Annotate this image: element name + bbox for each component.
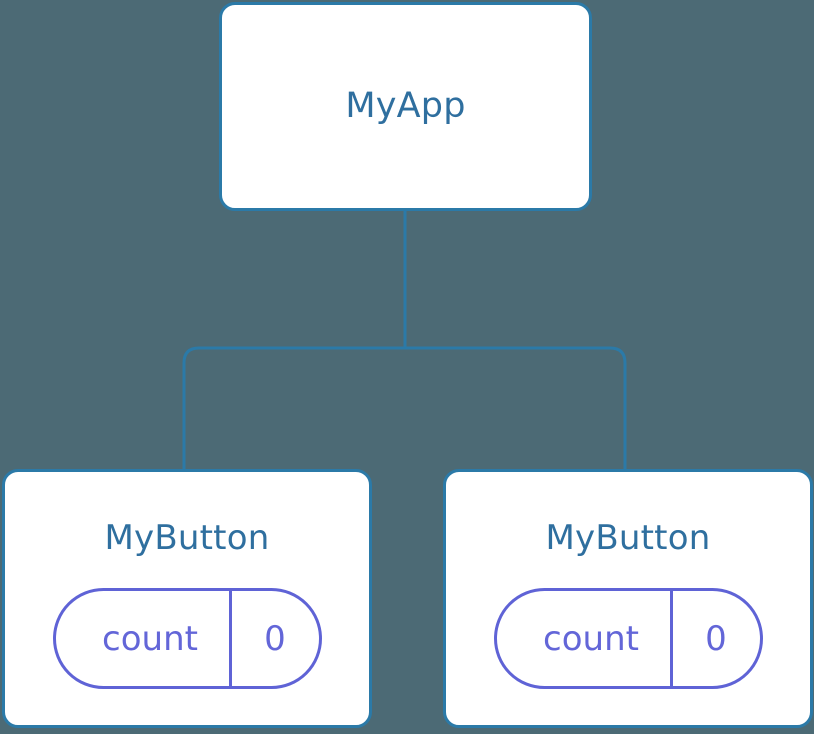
state-key: count <box>102 618 198 659</box>
node-title: MyApp <box>345 86 466 126</box>
state-pill[interactable]: count 0 <box>493 588 763 689</box>
node-title: MyButton <box>104 518 270 558</box>
state-value: 0 <box>228 591 319 686</box>
node-mybutton-right[interactable]: MyButton count 0 <box>443 469 813 728</box>
node-mybutton-left[interactable]: MyButton count 0 <box>2 469 372 728</box>
node-title: MyButton <box>545 518 711 558</box>
state-value: 0 <box>669 591 760 686</box>
state-key: count <box>543 618 639 659</box>
state-pill[interactable]: count 0 <box>52 588 322 689</box>
edge-bus-to-children <box>182 346 627 469</box>
node-myapp[interactable]: MyApp <box>219 2 592 211</box>
